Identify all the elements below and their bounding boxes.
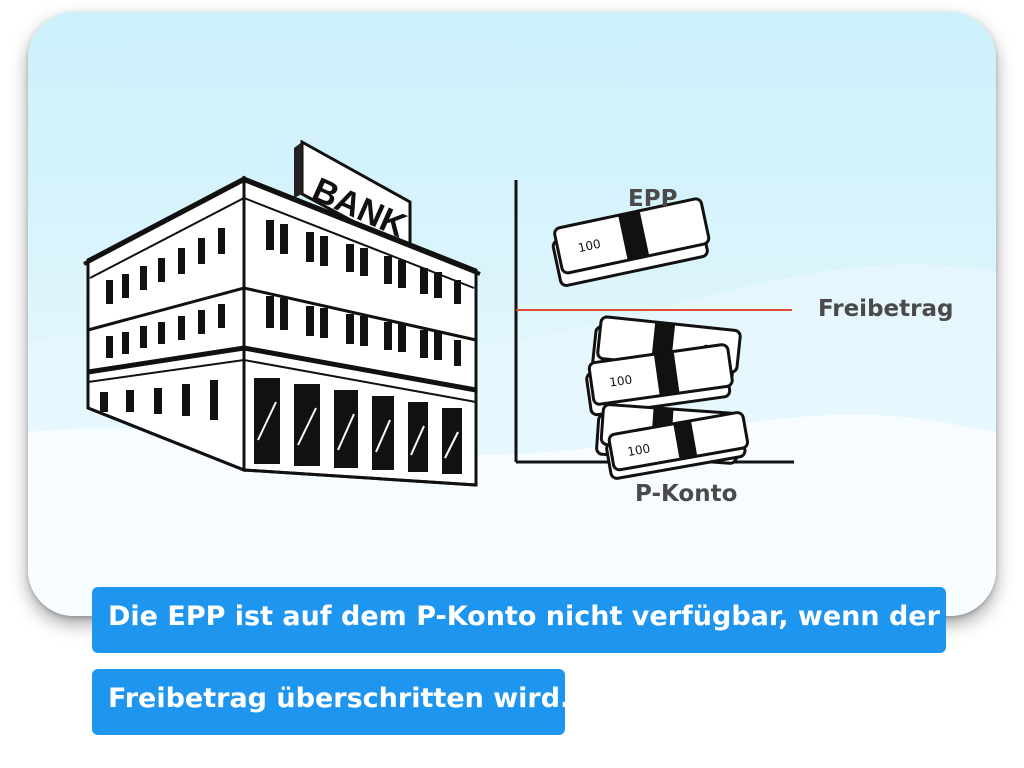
illustration-card: BANK [28, 12, 996, 616]
caption-line-2: Freibetrag überschritten wird. [92, 669, 570, 735]
bank-building-illustration: BANK [83, 140, 481, 487]
epp-money-stack: 100 [551, 197, 711, 287]
banknote-value: 100 [608, 373, 633, 390]
epp-label: EPP [628, 186, 678, 212]
caption-line-1: Die EPP ist auf dem P-Konto nicht verfüg… [92, 587, 946, 653]
epp-threshold-diagram: 100 100 100 100 100 [514, 180, 794, 480]
banknote-value: 100 [577, 237, 602, 255]
banknote-value: 100 [626, 441, 651, 459]
pkonto-label: P-Konto [635, 481, 738, 507]
pkonto-money-stack-4: 100 [605, 411, 750, 480]
pkonto-money-stack-2: 100 [585, 343, 734, 417]
freibetrag-label: Freibetrag [818, 296, 954, 322]
